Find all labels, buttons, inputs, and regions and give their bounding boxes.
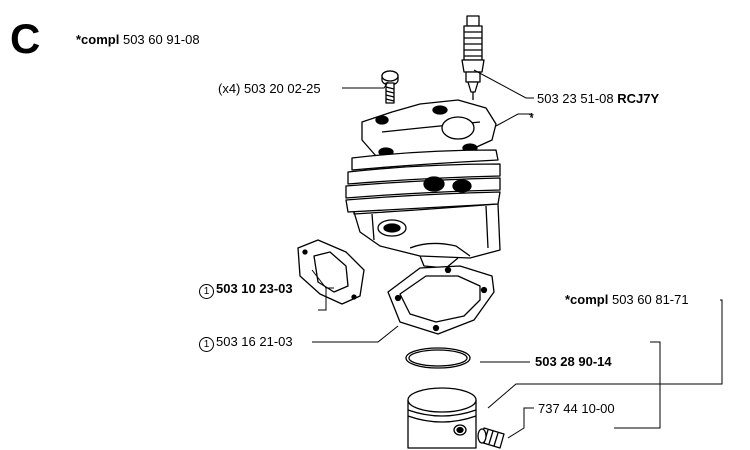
compl-prefix: *compl xyxy=(76,32,120,47)
spark-plug-code: RCJ7Y xyxy=(617,91,660,106)
screw-quantity: (x4) xyxy=(218,81,241,96)
spark-plug-icon xyxy=(461,15,485,100)
leader-lines xyxy=(311,69,723,439)
section-header-label: *compl 503 60 91-08 xyxy=(76,33,200,46)
piston-ring-icon xyxy=(405,347,471,369)
screw-icon xyxy=(381,70,399,104)
piston-icon xyxy=(407,387,477,449)
spark-plug-part-number: 503 23 51-08 xyxy=(537,91,614,106)
piston-ring-part-number: 503 28 90-14 xyxy=(535,354,612,369)
exhaust-gasket-icon xyxy=(297,239,365,305)
piston-compl-prefix: *compl xyxy=(565,292,609,307)
kit-part-number: 503 60 91-08 xyxy=(122,32,200,47)
ref-circle-2: 1 xyxy=(199,337,214,352)
section-letter: C xyxy=(10,15,41,62)
base-gasket-part-number: 503 16 21-03 xyxy=(216,334,293,349)
exhaust-gasket-part-number: 503 10 23-03 xyxy=(216,281,293,296)
spark-plug-callout: 503 23 51-08 RCJ7Y xyxy=(537,92,659,105)
screw-callout: (x4) 503 20 02-25 xyxy=(218,82,321,95)
piston-pin-part-number: 737 44 10-00 xyxy=(538,401,615,416)
piston-compl-callout: *compl 503 60 81-71 xyxy=(565,293,689,306)
piston-pin-icon xyxy=(477,427,505,449)
piston-compl-part-number: 503 60 81-71 xyxy=(611,292,689,307)
cylinder-icon xyxy=(345,99,501,269)
base-gasket-icon xyxy=(387,265,495,335)
asterisk-marker: * xyxy=(529,110,535,125)
screw-part-number: 503 20 02-25 xyxy=(244,81,321,96)
ref-circle-1: 1 xyxy=(199,284,214,299)
